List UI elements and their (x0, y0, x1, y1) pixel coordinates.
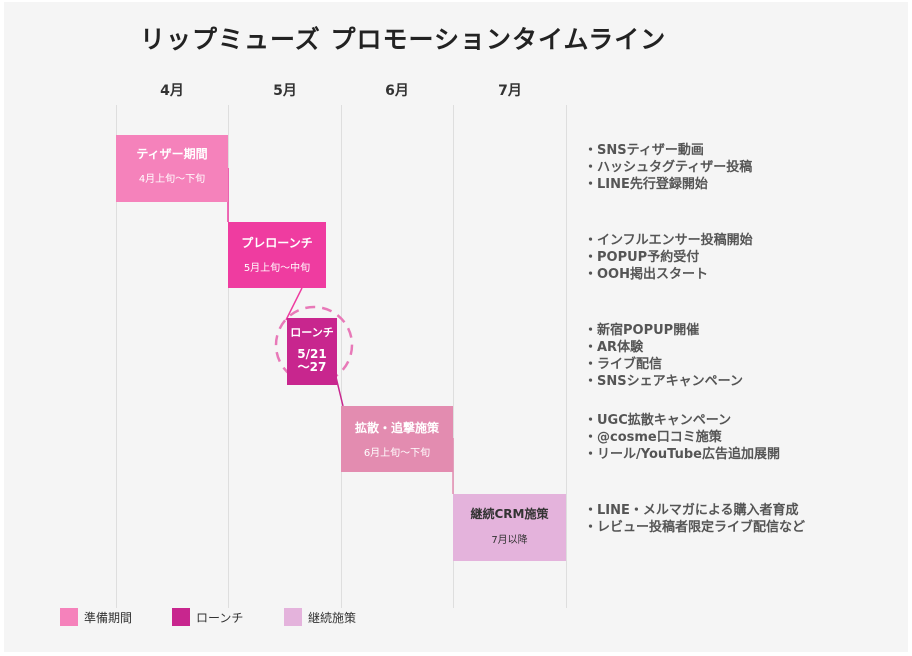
note-item: ・新宿POPUP開催 (584, 323, 700, 338)
grid-line (341, 105, 342, 608)
notes-prelaunch: ・インフルエンサー投稿開始 ・POPUP予約受付 ・OOH掲出スタート (584, 232, 753, 283)
notes-launch: ・新宿POPUP開催 ・AR体験 ・ライブ配信 ・SNSシェアキャンペーン (584, 322, 743, 390)
note-item: ・ハッシュタグティザー投稿 (584, 160, 753, 175)
grid-line (116, 105, 117, 608)
note-item: ・@cosme口コミ施策 (584, 430, 722, 445)
legend-label: ローンチ (196, 610, 244, 625)
grid-line (228, 105, 229, 608)
phase-box-crm: 継続CRM施策 7月以降 (453, 494, 566, 561)
phase-period: 6月上旬〜下旬 (363, 448, 431, 459)
phase-box-prelaunch: プレローンチ 5月上旬〜中旬 (228, 222, 326, 288)
note-item: ・SNSシェアキャンペーン (584, 374, 743, 389)
phase-title: ローンチ (290, 326, 334, 339)
note-item: ・OOH掲出スタート (584, 267, 708, 282)
month-label-june: 6月 (385, 83, 409, 99)
note-item: ・LINE先行登録開始 (584, 177, 708, 192)
phase-title: 拡散・追撃施策 (354, 421, 439, 435)
legend-item-preparation: 準備期間 (60, 608, 132, 626)
note-item: ・レビュー投稿者限定ライブ配信など (584, 520, 806, 535)
legend-swatch (60, 608, 78, 626)
phase-box-teaser: ティザー期間 4月上旬〜下旬 (116, 135, 228, 202)
notes-crm: ・LINE・メルマガによる購入者育成 ・レビュー投稿者限定ライブ配信など (584, 502, 805, 536)
chart-title: リップミューズ プロモーションタイムライン (140, 25, 667, 54)
note-item: ・AR体験 (584, 340, 644, 355)
month-label-july: 7月 (498, 83, 522, 99)
note-item: ・LINE・メルマガによる購入者育成 (584, 503, 799, 518)
phase-title: 継続CRM施策 (470, 507, 549, 521)
month-label-april: 4月 (160, 83, 184, 99)
phase-period: 4月上旬〜下旬 (138, 174, 206, 185)
notes-teaser: ・SNSティザー動画 ・ハッシュタグティザー投稿 ・LINE先行登録開始 (584, 142, 752, 193)
legend-swatch (284, 608, 302, 626)
legend-swatch (172, 608, 190, 626)
note-item: ・ライブ配信 (584, 357, 663, 372)
phase-title: ティザー期間 (136, 147, 208, 161)
phase-title: プレローンチ (241, 236, 313, 250)
note-item: ・インフルエンサー投稿開始 (584, 233, 753, 248)
phase-period: 7月以降 (491, 535, 528, 546)
grid-line (453, 105, 454, 608)
note-item: ・リール/YouTube広告追加展開 (584, 447, 780, 462)
legend-label: 準備期間 (84, 610, 133, 625)
legend-item-continuous: 継続施策 (284, 608, 356, 626)
phase-box-expansion: 拡散・追撃施策 6月上旬〜下旬 (341, 406, 453, 472)
legend-item-launch: ローンチ (172, 608, 243, 626)
phase-period: 5月上旬〜中旬 (243, 263, 311, 274)
month-label-may: 5月 (273, 83, 297, 99)
phase-box-launch: ローンチ 5/21 〜27 (287, 318, 337, 385)
note-item: ・UGC拡散キャンペーン (584, 413, 732, 428)
note-item: ・SNSティザー動画 (584, 143, 704, 158)
phase-period: 5/21 〜27 (297, 347, 327, 374)
notes-expansion: ・UGC拡散キャンペーン ・@cosme口コミ施策 ・リール/YouTube広告… (584, 412, 780, 463)
grid-line (566, 105, 567, 608)
legend-label: 継続施策 (308, 610, 357, 625)
note-item: ・POPUP予約受付 (584, 250, 700, 265)
